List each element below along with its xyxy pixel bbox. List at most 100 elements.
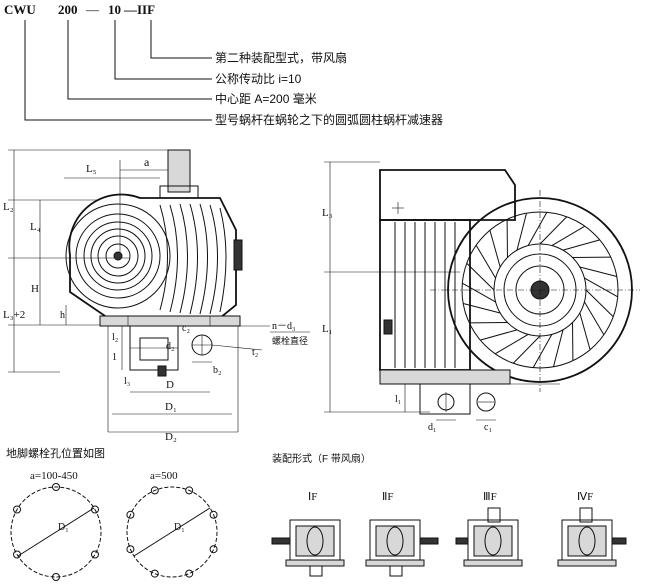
label-h: H bbox=[31, 283, 39, 295]
side-base bbox=[379, 369, 511, 385]
fan-blade bbox=[532, 334, 553, 368]
label-l4: L₄ bbox=[30, 221, 41, 233]
leader-ratio bbox=[114, 20, 212, 80]
note-ratio: 公称传动比 i=10 bbox=[215, 71, 302, 86]
fan-blade bbox=[527, 212, 548, 246]
leader-iif bbox=[150, 20, 212, 59]
label-n-d3: n－d₃ bbox=[272, 321, 296, 332]
wheel-hub bbox=[105, 243, 131, 269]
bolt-hole bbox=[185, 486, 194, 495]
label-c2: c₂ bbox=[182, 323, 190, 334]
output-shaft bbox=[167, 149, 191, 193]
bolt-diameter-right-label: D₁ bbox=[174, 522, 185, 533]
bolt-hole bbox=[185, 569, 194, 578]
fan-blade bbox=[466, 262, 495, 291]
code-part-cwu: CWU bbox=[4, 2, 36, 17]
assembly-form-1: ⅠF bbox=[271, 491, 345, 577]
code-part-200: 200 bbox=[58, 2, 78, 17]
code-dash: — bbox=[85, 2, 100, 17]
note-center-distance: 中心距 A=200 毫米 bbox=[215, 91, 317, 106]
code-part-10: 10 bbox=[108, 2, 121, 17]
fan-blade bbox=[512, 335, 541, 364]
fan-blade bbox=[551, 225, 586, 246]
bolt-diameter-right bbox=[133, 507, 211, 557]
label-c1: c₁ bbox=[484, 422, 492, 433]
assembly-form-4-label: ⅣF bbox=[577, 491, 593, 503]
fan-blade bbox=[584, 277, 618, 298]
label-d2: d₂ bbox=[166, 341, 175, 352]
bolt-hole bbox=[209, 545, 218, 554]
fan-blade bbox=[584, 301, 605, 336]
label-l5: L₅ bbox=[86, 163, 97, 175]
fan-cover-top bbox=[379, 169, 516, 221]
assembly-form-3-label: ⅢF bbox=[483, 491, 497, 503]
assembly-form-3: ⅢF bbox=[455, 491, 523, 567]
bolt-diameter-left-label: D₁ bbox=[58, 522, 69, 533]
fan-blade bbox=[480, 329, 518, 341]
fan-blade bbox=[462, 282, 496, 303]
bolt-circle-left bbox=[10, 486, 102, 578]
bolt-hole bbox=[13, 505, 22, 514]
fan-blade bbox=[463, 302, 501, 314]
side-boss bbox=[233, 239, 243, 271]
label-l-small: 1 bbox=[112, 352, 117, 363]
fan-blade bbox=[579, 266, 617, 278]
fan-blade bbox=[579, 312, 591, 350]
label-l1-small: l₁ bbox=[395, 394, 401, 405]
label-l1: L₁ bbox=[322, 323, 333, 335]
assembly-form-2-label: ⅡF bbox=[382, 491, 394, 503]
bolt-diameter-left bbox=[17, 507, 95, 557]
fan-blade bbox=[494, 334, 529, 355]
bolt-hole bbox=[52, 483, 60, 491]
wheel-outer bbox=[65, 203, 171, 309]
label-d: D bbox=[166, 379, 174, 391]
housing-base bbox=[99, 315, 241, 327]
note-reducer-type: 型号蜗杆在蜗轮之下的圆弧圆柱蜗杆减速器 bbox=[215, 112, 443, 127]
code-part-iif: —IIF bbox=[123, 2, 155, 17]
bolt-circle-right bbox=[126, 486, 218, 578]
cooling-fins bbox=[394, 222, 456, 368]
note-assembly-form: 第二种装配型式，带风扇 bbox=[215, 50, 347, 65]
label-l3-plus-2: L₃+2 bbox=[3, 309, 25, 321]
bolt-holes-right bbox=[126, 486, 218, 578]
label-h-small: h bbox=[60, 310, 65, 321]
bolt-hole bbox=[150, 486, 159, 495]
label-l3-small: l₃ bbox=[124, 376, 130, 387]
label-bolt-diameter: 螺栓直径 bbox=[272, 335, 308, 346]
housing-outline bbox=[68, 193, 237, 319]
assembly-forms: 装配形式（F 带风扇） ⅠF ⅡF ⅢF bbox=[271, 452, 627, 577]
fan-blades bbox=[462, 212, 618, 368]
label-d2-width: D₂ bbox=[165, 431, 177, 443]
label-d1: D₁ bbox=[165, 401, 177, 413]
bolt-hole bbox=[90, 550, 99, 559]
wheel-ring-2 bbox=[83, 221, 153, 291]
fan-blade bbox=[489, 230, 501, 268]
wheel-center bbox=[113, 251, 123, 261]
bolt-hole-section: 地脚螺栓孔位置如图 a=100-450 a=500 D₁ D₁ bbox=[6, 446, 218, 581]
label-l3: L₃ bbox=[322, 207, 333, 219]
assembly-form-2: ⅡF bbox=[365, 491, 439, 577]
assembly-form-4: ⅣF bbox=[557, 491, 627, 567]
fan-blade bbox=[475, 244, 496, 279]
wheel-ring-3 bbox=[90, 228, 146, 284]
bolt-pattern-left-label: a=100-450 bbox=[30, 470, 78, 482]
assembly-form-1-label: ⅠF bbox=[308, 491, 317, 503]
label-b2: b₂ bbox=[213, 365, 222, 376]
label-l2: L₂ bbox=[3, 201, 14, 213]
side-input-shaft bbox=[419, 383, 471, 415]
label-l2-small: l₂ bbox=[112, 332, 118, 343]
leader-type bbox=[24, 20, 212, 121]
model-code-legend: CWU 200 — 10 —IIF 第二种装配型式，带风扇 公称传动比 i=10… bbox=[4, 2, 443, 127]
wheel-ring-1 bbox=[75, 213, 161, 299]
label-d1-side: d₁ bbox=[428, 422, 437, 433]
worm-fins bbox=[159, 203, 227, 315]
bolt-hole bbox=[209, 510, 218, 519]
fan-blade bbox=[539, 216, 568, 245]
leader-center bbox=[67, 20, 212, 100]
front-view: L₂ L₄ H L₃+2 h L₅ a bbox=[3, 149, 310, 443]
label-t2: t₂ bbox=[252, 347, 258, 358]
bolt-hole-title: 地脚螺栓孔位置如图 bbox=[6, 446, 105, 460]
assembly-title: 装配形式（F 带风扇） bbox=[272, 452, 371, 465]
